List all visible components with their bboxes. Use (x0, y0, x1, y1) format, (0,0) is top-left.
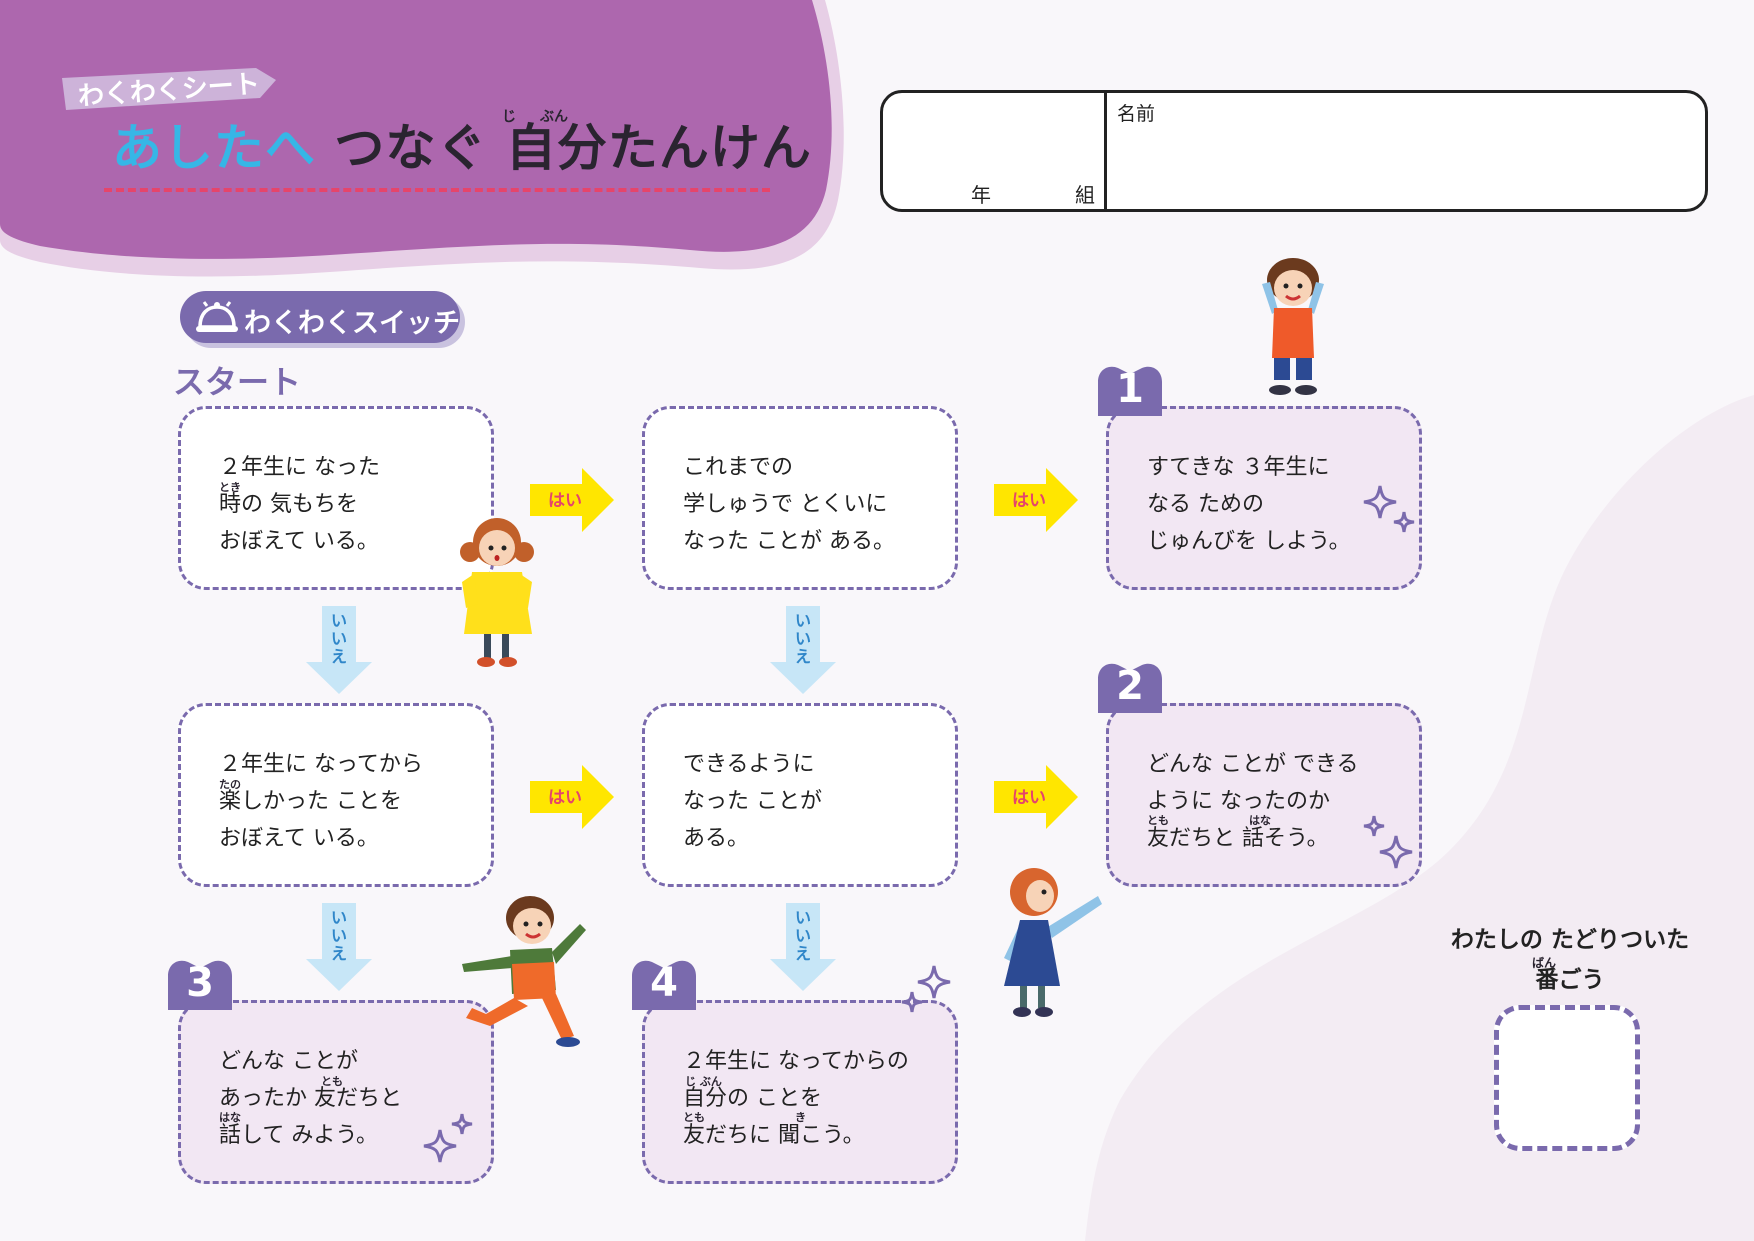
question-card-1: ２年生に なった 時の 気もちを おぼえて いる。 とき (178, 406, 494, 590)
result-card-3-text: どんな ことが あったか 友だちと 話して みよう。 (219, 1049, 402, 1148)
no-arrow-2: いいえ (770, 606, 836, 696)
ruby-tomo: とも (1147, 814, 1169, 827)
girl-yellow-dress-illustration (460, 518, 534, 667)
ruby-jibun: じ ぶん (685, 1075, 722, 1088)
sparkle-icon (1363, 815, 1413, 869)
yes-arrow-4-label: はい (1012, 788, 1046, 808)
switch-label: わくわくスイッチ (244, 308, 460, 339)
title-underline (104, 188, 770, 192)
result-number-badge-3: 3 (164, 956, 236, 1012)
ruby-tano: たの (219, 778, 241, 791)
ruby-hana: はな (219, 1111, 241, 1124)
result-card-1: すてきな ３年生に なる ための じゅんびを しよう。 (1106, 406, 1422, 590)
result-number-badge-3-label: 3 (186, 960, 214, 1006)
sheet-tag: わくわくシート (60, 64, 280, 120)
title-ruby-ji: じ (502, 109, 516, 125)
result-number-badge-2: 2 (1094, 659, 1166, 715)
name-box: 年 組 名前 (880, 90, 1708, 212)
question-card-4: できるように なった ことが ある。 (642, 703, 958, 887)
yes-arrow-1-label: はい (548, 491, 582, 511)
question-card-3: ２年生に なってから 楽しかった ことを おぼえて いる。 たの (178, 703, 494, 887)
ruby-tomo: とも (683, 1111, 705, 1124)
no-arrow-4-label: いいえ (794, 908, 811, 963)
question-card-1-text: ２年生に なった 時の 気もちを おぼえて いる。 (219, 455, 380, 554)
sparkle-icon (901, 965, 951, 1013)
page-title: あしたへ つなぐ 自分たんけん (112, 108, 812, 180)
result-number-badge-1-label: 1 (1116, 366, 1144, 412)
sparkle-icon (1363, 485, 1415, 533)
yes-arrow-3-label: はい (548, 788, 582, 808)
yes-arrow-1: はい (530, 466, 616, 534)
name-box-divider (1104, 93, 1107, 209)
yes-arrow-2-label: はい (1012, 491, 1046, 511)
no-arrow-1: いいえ (306, 606, 372, 696)
no-arrow-4: いいえ (770, 903, 836, 993)
ruby-tomo: とも (321, 1075, 343, 1088)
sparkle-icon (423, 1113, 473, 1163)
ruby-ban: ばん (1532, 956, 1557, 970)
class-label: 組 (1075, 183, 1095, 207)
no-arrow-3: いいえ (306, 903, 372, 993)
page-title-rest: つなぐ 自分たんけん (334, 119, 812, 177)
yes-arrow-3: はい (530, 763, 616, 831)
ruby-ki: き (795, 1111, 806, 1124)
yes-arrow-2: はい (994, 466, 1080, 534)
year-label: 年 (971, 183, 991, 207)
result-number-input-box[interactable] (1494, 1005, 1640, 1151)
name-label: 名前 (1117, 103, 1156, 125)
title-ruby-bun: ぶん (540, 109, 568, 125)
result-number-badge-2-label: 2 (1116, 663, 1144, 709)
result-number-badge-1: 1 (1094, 362, 1166, 418)
result-card-2-text: どんな ことが できる ように なったのか 友だちと 話そう。 (1147, 752, 1359, 851)
no-arrow-3-label: いいえ (330, 908, 347, 963)
question-card-2: これまでの 学しゅうで とくいに なった ことが ある。 (642, 406, 958, 590)
result-card-4: ２年生に なってからの 自分の ことを 友だちに 聞こう。 じ ぶん とも き (642, 1000, 958, 1184)
question-card-3-text: ２年生に なってから 楽しかった ことを おぼえて いる。 (219, 752, 423, 851)
ruby-hana: はな (1249, 814, 1271, 827)
ruby-toki: とき (219, 481, 241, 494)
result-number-label: わたしの たどりついた 番ごう (1450, 927, 1690, 993)
result-number-badge-4-label: 4 (650, 960, 678, 1006)
boy-orange-apron-illustration (1262, 258, 1324, 395)
yes-arrow-4: はい (994, 763, 1080, 831)
question-card-4-text: できるように なった ことが ある。 (683, 752, 822, 851)
switch-pill: わくわくスイッチ (180, 291, 460, 343)
page-title-highlight: あしたへ (112, 119, 316, 177)
no-arrow-1-label: いいえ (330, 611, 347, 666)
start-label: スタート (173, 363, 302, 401)
no-arrow-2-label: いいえ (794, 611, 811, 666)
result-card-4-text: ２年生に なってからの 自分の ことを 友だちに 聞こう。 (683, 1049, 909, 1148)
question-card-2-text: これまでの 学しゅうで とくいに なった ことが ある。 (683, 455, 895, 554)
result-number-badge-4: 4 (628, 956, 700, 1012)
girl-blue-dress-pointing-illustration (1004, 868, 1102, 1017)
boy-running-green-shirt-illustration (462, 896, 586, 1047)
result-card-1-text: すてきな ３年生に なる ための じゅんびを しよう。 (1147, 455, 1351, 554)
result-card-2: どんな ことが できる ように なったのか 友だちと 話そう。 とも はな (1106, 703, 1422, 887)
bell-icon (196, 301, 238, 332)
